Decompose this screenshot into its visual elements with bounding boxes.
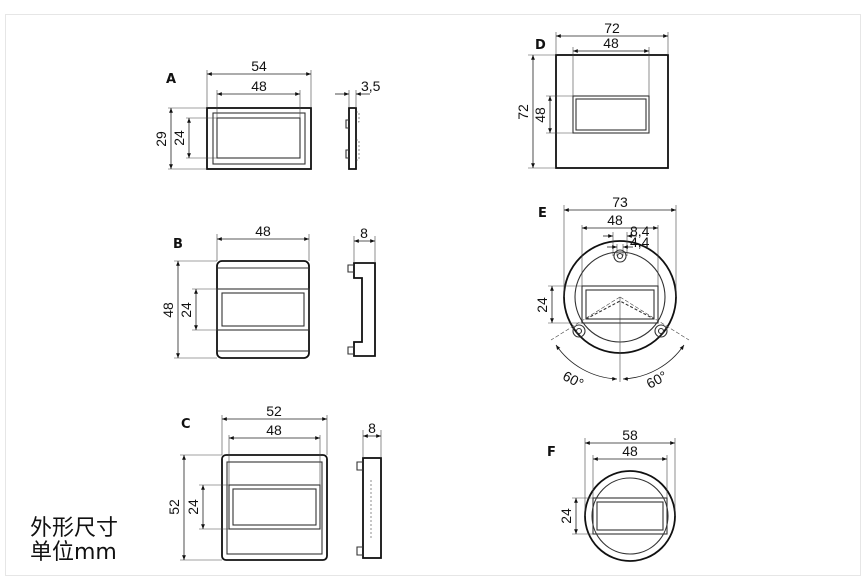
variant-e-angle-left: 60° (560, 368, 586, 392)
variant-a-display-window (216, 117, 301, 159)
variant-a-bezel (212, 112, 306, 165)
variant-f-display-height: 24 (558, 508, 574, 524)
variant-e-hole-spacing: 8,4 (630, 223, 650, 239)
variant-b-display-height: 24 (178, 302, 194, 318)
caption-unit: 单位mm (30, 540, 117, 565)
variant-f-label: F (547, 445, 556, 460)
variant-d-display-window (572, 95, 650, 134)
variant-b-outer-height: 48 (160, 302, 176, 318)
variant-f-outer-ring (584, 470, 676, 562)
variant-d-outer-height: 72 (515, 104, 531, 120)
variant-c-outer-height: 52 (166, 499, 182, 515)
variant-d-display-height: 48 (532, 107, 548, 123)
variant-a-side-body (348, 107, 357, 170)
variant-b-label: B (173, 237, 183, 252)
variant-d-label: D (535, 38, 546, 53)
variant-b-outer-width: 48 (255, 223, 271, 239)
caption-title: 外形尺寸 (30, 516, 119, 541)
variant-e: E 73 48 8,4 4,4 24 (534, 194, 690, 392)
variant-e-left-hole (572, 324, 586, 338)
variant-e-right-hole (654, 324, 668, 338)
variant-c-display-height: 24 (185, 499, 201, 515)
variant-d: D 72 48 72 48 (515, 20, 669, 169)
variant-d-display-width: 48 (603, 35, 619, 51)
variant-e-angle-right: 60° (644, 368, 670, 392)
variant-b-display-window (216, 288, 310, 331)
variant-c: C 52 48 52 24 8 (166, 403, 382, 561)
variant-c-outer-width: 52 (266, 403, 282, 419)
variant-a-label: A (166, 72, 176, 87)
drawing-frame (5, 14, 861, 576)
variant-e-hole-diameter: 4,4 (630, 234, 650, 250)
variant-c-label: C (181, 417, 191, 432)
variant-c-depth: 8 (368, 420, 376, 436)
variant-e-display-width: 48 (607, 212, 623, 228)
variant-e-top-hole (613, 249, 627, 263)
variant-a-outer-height: 29 (153, 131, 169, 147)
dimension-caption: 外形尺寸 单位mm (30, 517, 118, 565)
variant-b-depth: 8 (360, 225, 368, 241)
variant-b-side-body (353, 262, 376, 357)
variant-d-outer-width: 72 (604, 20, 620, 36)
variant-a-depth: 3,5 (361, 78, 381, 94)
variant-f-display-width: 48 (622, 443, 638, 459)
variant-b: B 48 48 24 8 (160, 223, 376, 359)
variant-c-display-width: 48 (266, 422, 282, 438)
variant-a-display-width: 48 (251, 78, 267, 94)
variant-f: F 58 48 24 (547, 427, 676, 562)
variant-a-display-height: 24 (171, 130, 187, 146)
variant-c-side-body (362, 457, 382, 559)
variant-c-front-body (221, 454, 328, 561)
variant-e-display-height: 24 (534, 297, 550, 313)
variant-f-outer-diameter: 58 (622, 427, 638, 443)
variant-b-front-body (216, 260, 310, 359)
variant-f-display-window (592, 497, 668, 535)
variant-e-label: E (538, 206, 547, 221)
variant-a-front-body (206, 107, 312, 170)
variant-e-outer-diameter: 73 (612, 194, 628, 210)
variant-a: A 54 48 29 24 3,5 (153, 58, 381, 170)
variant-a-outer-width: 54 (251, 58, 267, 74)
variant-c-display-window (228, 484, 321, 530)
